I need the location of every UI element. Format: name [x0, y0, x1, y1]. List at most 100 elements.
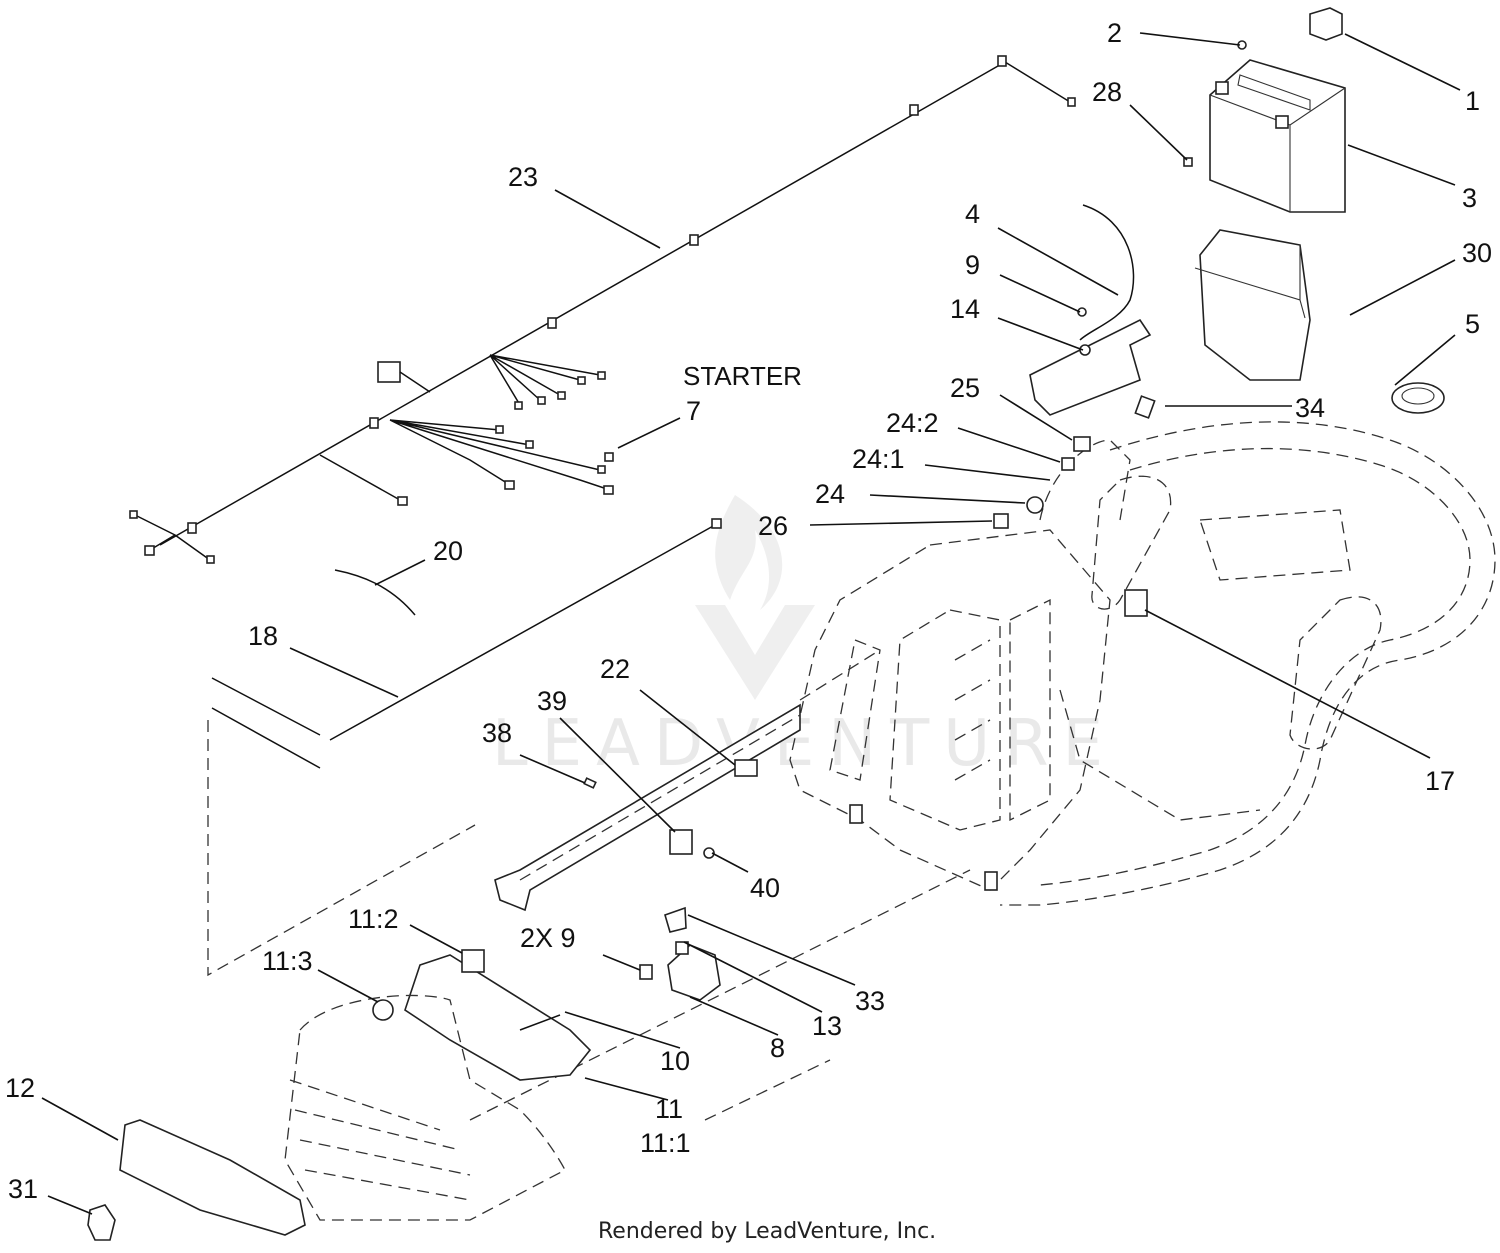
battery-cable: [1079, 204, 1135, 341]
harness-branch-middle: [389, 419, 611, 491]
battery-body: [1209, 59, 1346, 213]
battery-terminal-neg: [1275, 115, 1289, 129]
key-switch-boot: [1073, 436, 1091, 452]
callout-2x-9: 2X 9: [520, 923, 576, 953]
key-switch-connector: [993, 513, 1009, 529]
callout-11-1: 11:1: [640, 1128, 691, 1158]
callout-34: 34: [1295, 393, 1325, 423]
mounting-bracket: [1029, 318, 1152, 416]
solenoid-nut: [675, 941, 689, 955]
battery-edges: [1209, 87, 1346, 212]
bracket-screw: [1077, 307, 1087, 317]
headlight-pin: [519, 1014, 561, 1031]
harness-branch-lower: [319, 454, 401, 501]
callout-18: 18: [248, 621, 278, 651]
key-switch-nut: [1061, 457, 1075, 471]
ground-wire-assembly: [211, 518, 722, 769]
callout-24-1: 24:1: [852, 444, 905, 474]
footer-credit: Rendered by LeadVenture, Inc.: [598, 1219, 936, 1244]
callout-26: 26: [758, 511, 788, 541]
mounting-plate: [669, 829, 693, 855]
fender-inner-outline: [1039, 447, 1471, 886]
harness-relay-block: [377, 361, 401, 383]
callout-13: 13: [812, 1011, 842, 1041]
headlight-assembly: [372, 949, 592, 1081]
fender-slot-right: [1289, 596, 1382, 750]
callout-17: 17: [1425, 766, 1455, 796]
bracket-washer: [1079, 344, 1091, 356]
callout-30: 30: [1462, 238, 1492, 268]
callout-33: 33: [855, 986, 885, 1016]
dash-pod-vents: [954, 639, 991, 781]
callout-5: 5: [1465, 309, 1480, 339]
battery-box: [1194, 229, 1311, 381]
hood: [284, 994, 566, 1221]
wire-harness: [129, 55, 1076, 564]
watermark: LEADVENTURE: [492, 495, 1103, 781]
hood-grille: [289, 1079, 471, 1201]
receptacle-part: [1124, 589, 1148, 617]
screw: [583, 777, 597, 789]
callout-11-2: 11:2: [348, 904, 399, 934]
battery-box-body: [1199, 229, 1311, 381]
callout-7: 7: [686, 396, 701, 426]
harness-end-lead: [1004, 61, 1071, 103]
headlight-bracket: [404, 954, 592, 1081]
callout-31: 31: [8, 1174, 38, 1204]
callout-3: 3: [1462, 183, 1477, 213]
dash-pod: [789, 439, 1131, 891]
frame-rail-edge: [519, 714, 801, 881]
callout-40: 40: [750, 873, 780, 903]
fender-assembly: [1000, 421, 1496, 906]
fender-outline: [1000, 421, 1496, 906]
watermark-flame-icon: [715, 495, 783, 610]
relay: [734, 759, 758, 777]
battery: [1209, 59, 1346, 213]
harness-relay-lead: [399, 371, 431, 393]
emblem: [87, 1204, 116, 1241]
key-switch: [1026, 496, 1044, 514]
dash-pod-cavity: [889, 609, 1001, 831]
cap-part: [1134, 395, 1156, 419]
callout-38: 38: [482, 718, 512, 748]
harness-terminals: [129, 371, 614, 564]
battery-terminal-pos: [1215, 81, 1229, 95]
callout-39: 39: [537, 686, 567, 716]
callout-12: 12: [5, 1073, 35, 1103]
terminal-cover: [1309, 7, 1343, 41]
callout-4: 4: [965, 199, 980, 229]
ground-wire-terminal: [711, 518, 722, 529]
harness-end-connector: [997, 55, 1007, 67]
callout-24-2: 24:2: [886, 408, 939, 438]
callout-14: 14: [950, 294, 980, 324]
solenoid-screw: [639, 964, 653, 980]
dash-pod-tab-left: [849, 804, 863, 824]
battery-box-lip: [1194, 245, 1306, 319]
leader-lines: [41, 32, 1461, 1215]
dash-pod-outline: [789, 529, 1111, 891]
alignment-lines: [207, 720, 476, 977]
callout-2: 2: [1107, 18, 1122, 48]
headlight-socket: [461, 949, 485, 973]
harness-main-trunk: [159, 61, 1006, 546]
callout-20: 20: [433, 536, 463, 566]
callout-11: 11: [655, 1094, 683, 1124]
ground-wire: [329, 524, 716, 741]
harness-clips: [187, 104, 919, 534]
harness-end-terminal: [1067, 97, 1076, 107]
starter-label: STARTER: [683, 361, 802, 391]
callout-24: 24: [815, 479, 845, 509]
dash-pod-tab-right: [984, 871, 998, 891]
bumper: [119, 1119, 306, 1236]
fender-floor: [1059, 689, 1261, 821]
battery-handle: [1237, 74, 1311, 111]
callout-23: 23: [508, 162, 538, 192]
callout-9: 9: [965, 250, 980, 280]
headlight-bulb: [372, 999, 394, 1021]
harness-branch-upper: [489, 354, 601, 406]
fender-slot-left: [1091, 475, 1172, 610]
callout-11-3: 11:3: [262, 946, 313, 976]
callout-28: 28: [1092, 77, 1122, 107]
